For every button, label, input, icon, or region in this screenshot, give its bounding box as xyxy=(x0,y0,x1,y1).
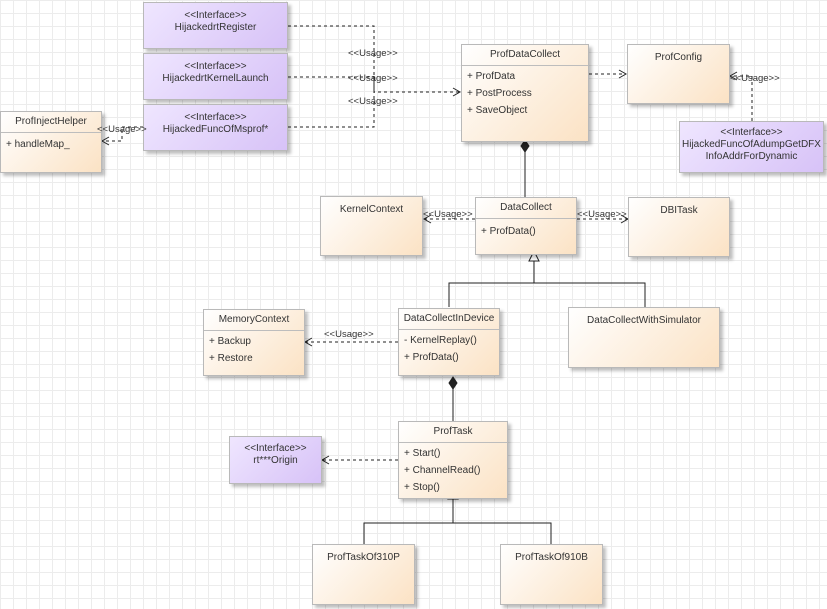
stereotype: <<Interface>> xyxy=(184,61,247,72)
class-prof-inject-helper[interactable]: ProfInjectHelper + handleMap_ xyxy=(0,111,102,173)
class-prof-task-910b[interactable]: ProfTaskOf910B xyxy=(500,544,603,605)
operation: + ProfData() xyxy=(481,226,536,237)
stereotype: <<Interface>> xyxy=(184,112,247,123)
operation: + Start() xyxy=(404,448,441,459)
stereotype: <<Interface>> xyxy=(244,443,307,454)
class-prof-task[interactable]: ProfTask + Start() + ChannelRead() + Sto… xyxy=(398,421,508,499)
class-dbi-task[interactable]: DBITask xyxy=(628,197,730,257)
interface-rt-origin[interactable]: <<Interface>> rt***Origin xyxy=(229,436,322,484)
class-name: DataCollect xyxy=(500,202,552,213)
class-kernel-context[interactable]: KernelContext xyxy=(320,196,423,256)
class-name-line2: InfoAddrForDynamic xyxy=(705,151,798,162)
class-name: MemoryContext xyxy=(218,314,290,325)
class-name: HijackedrtKernelLaunch xyxy=(162,73,269,84)
composition-diamond-profdata xyxy=(520,139,530,153)
operation: + PostProcess xyxy=(467,88,532,99)
class-memory-context[interactable]: MemoryContext + Backup + Restore xyxy=(203,309,305,376)
operation: + ProfData xyxy=(467,71,516,82)
class-name: ProfTaskOf310P xyxy=(327,552,400,563)
operation: + Restore xyxy=(209,353,253,364)
class-data-collect-in-device[interactable]: DataCollectInDevice - KernelReplay() + P… xyxy=(398,308,500,376)
usage-label-memory-context: <<Usage>> xyxy=(324,329,374,340)
usage-label-msprof: <<Usage>> xyxy=(348,96,398,107)
class-name: DataCollectWithSimulator xyxy=(587,315,701,326)
class-prof-config[interactable]: ProfConfig xyxy=(627,44,730,104)
attribute: + handleMap_ xyxy=(6,139,70,150)
class-name: ProfTask xyxy=(433,426,473,437)
usage-edge-msprof xyxy=(288,92,375,128)
stereotype: <<Interface>> xyxy=(184,10,247,21)
usage-edge-adump xyxy=(728,71,753,121)
class-name: HijackedrtRegister xyxy=(174,22,257,33)
operation: + Backup xyxy=(209,336,251,347)
class-name: rt***Origin xyxy=(253,455,298,466)
generalization-edge-in-device xyxy=(448,282,534,307)
usage-label-inject-helper: <<Usage>> xyxy=(97,124,147,135)
generalization-edge-910b xyxy=(453,522,552,544)
class-name: HijackedFuncOfMsprof* xyxy=(162,124,269,135)
operation: + SaveObject xyxy=(467,105,528,116)
usage-edge-kernel-launch xyxy=(288,76,375,92)
operation: + Stop() xyxy=(404,482,440,493)
class-name: ProfTaskOf910B xyxy=(515,552,588,563)
operation: + ProfData() xyxy=(404,352,459,363)
usage-label-adump: <<Usage>> xyxy=(730,73,780,84)
usage-edge-inject-helper xyxy=(100,126,143,146)
composition-diamond-proftask xyxy=(448,376,458,390)
usage-edge-register xyxy=(288,25,462,97)
class-data-collect[interactable]: DataCollect + ProfData() xyxy=(475,197,577,255)
usage-label-kernel-launch: <<Usage>> xyxy=(348,73,398,84)
usage-label-register: <<Usage>> xyxy=(348,48,398,59)
interface-hijacked-kernel-launch[interactable]: <<Interface>> HijackedrtKernelLaunch xyxy=(143,53,288,100)
class-data-collect-with-simulator[interactable]: DataCollectWithSimulator xyxy=(568,307,720,368)
stereotype: <<Interface>> xyxy=(720,127,783,138)
generalization-edge-simulator xyxy=(534,282,646,307)
interface-hijacked-adump[interactable]: <<Interface>> HijackedFuncOfAdumpGetDFX … xyxy=(679,121,824,173)
interface-hijacked-func-msprof[interactable]: <<Interface>> HijackedFuncOfMsprof* xyxy=(143,104,288,151)
usage-label-kernel-context: <<Usage>> xyxy=(423,209,473,220)
class-prof-data-collect[interactable]: ProfDataCollect + ProfData + PostProcess… xyxy=(461,44,589,142)
class-name: DBITask xyxy=(660,205,698,216)
class-name: ProfConfig xyxy=(654,52,703,63)
class-name-line1: HijackedFuncOfAdumpGetDFX xyxy=(682,139,821,150)
class-prof-task-310p[interactable]: ProfTaskOf310P xyxy=(312,544,415,605)
class-name: KernelContext xyxy=(339,204,404,215)
class-name: ProfInjectHelper xyxy=(15,116,87,127)
usage-label-dbi-task: <<Usage>> xyxy=(577,209,627,220)
class-name: DataCollectInDevice xyxy=(403,313,495,324)
operation: + ChannelRead() xyxy=(404,465,481,476)
generalization-edge-310p xyxy=(363,522,453,544)
operation: - KernelReplay() xyxy=(404,335,477,346)
class-name: ProfDataCollect xyxy=(489,49,561,60)
interface-hijacked-register[interactable]: <<Interface>> HijackedrtRegister xyxy=(143,2,288,49)
